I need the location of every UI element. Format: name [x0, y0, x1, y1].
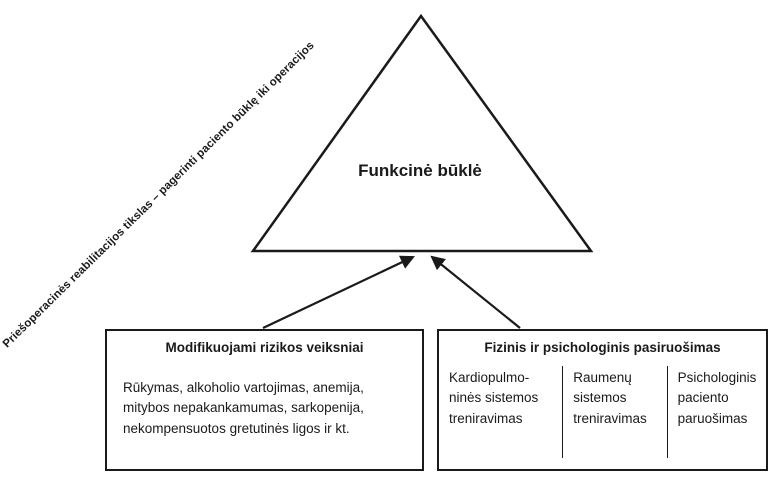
preparation-columns: Kardiopulmo-ninės sistemos treniravimas … — [439, 366, 766, 458]
preparation-column-psychological: Psichologinis paciento paruošimas — [677, 370, 757, 426]
preparation-box: Fizinis ir psichologinis pasiruošimas Ka… — [437, 329, 768, 471]
risk-factors-box: Modifikuojami rizikos veiksniai Rūkymas,… — [105, 329, 424, 471]
triangle-shape — [250, 13, 594, 253]
triangle-label: Funkcinė būklė — [358, 161, 482, 180]
preparation-column-cardiopulmonary: Kardiopulmo-ninės sistemos treniravimas — [439, 366, 564, 458]
risk-factors-title: Modifikuojami rizikos veiksniai — [165, 340, 364, 355]
preparation-column-muscular: Raumenų sistemos treniravimas — [563, 366, 668, 458]
arrow-left — [262, 255, 415, 329]
preparation-title: Fizinis ir psichologinis pasiruošimas — [484, 340, 721, 355]
risk-factors-body: Rūkymas, alkoholio vartojimas, anemija, … — [123, 380, 364, 436]
arrow-right — [430, 255, 521, 329]
